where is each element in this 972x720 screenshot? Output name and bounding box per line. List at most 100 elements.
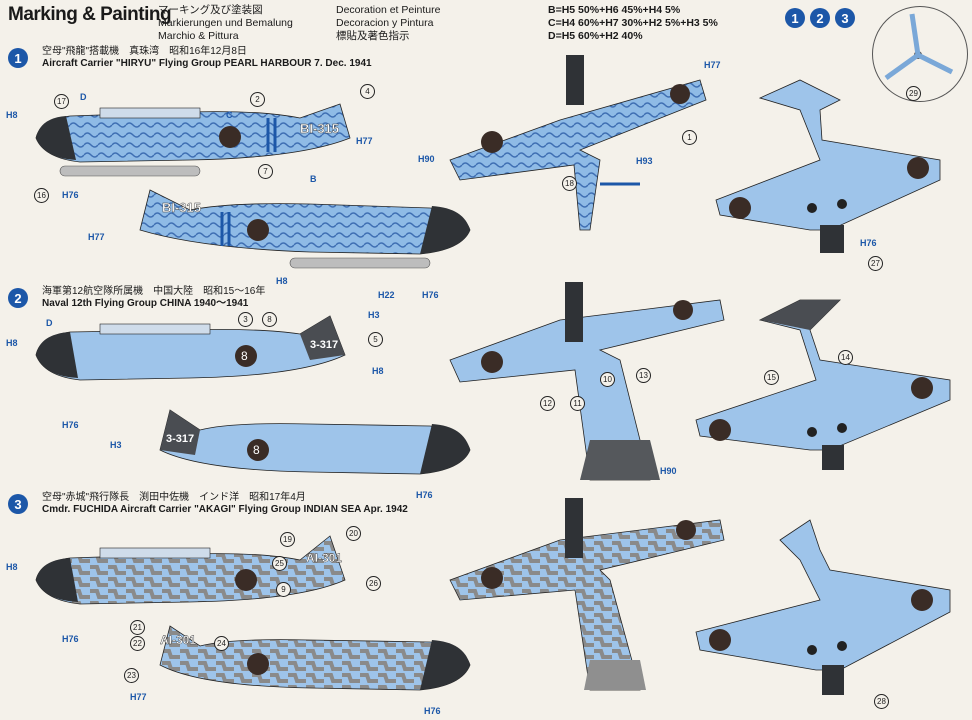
label-h8-s3: H8 xyxy=(6,562,18,572)
label-h76-s2b: H76 xyxy=(416,490,433,500)
callout-23: 23 xyxy=(124,668,139,683)
callout-2: 2 xyxy=(250,92,265,107)
top-badge-2: 2 xyxy=(810,8,830,28)
section-1-ja: 空母"飛龍"搭載機 真珠湾 昭和16年12月8日 xyxy=(42,46,247,57)
section-1-en: Aircraft Carrier "HIRYU" Flying Group PE… xyxy=(42,58,372,69)
s3-top-view xyxy=(449,498,725,691)
callout-29: 29 xyxy=(906,86,921,101)
label-h93: H93 xyxy=(636,156,653,166)
s1-top-view xyxy=(449,55,707,231)
s1-tail-code-upper: BI-315 xyxy=(300,121,339,136)
header-it: Marchio & Pittura xyxy=(158,30,239,42)
callout-1: 1 xyxy=(682,130,697,145)
label-h77: H77 xyxy=(356,136,373,146)
s2-tail-code-lower: 3-317 xyxy=(166,433,194,445)
label-h3: H3 xyxy=(368,310,380,320)
callout-8: 8 xyxy=(262,312,277,327)
header-fr: Decoration et Peinture xyxy=(336,4,441,16)
header-es: Decoracion y Pintura xyxy=(336,17,434,29)
page-title: Marking & Painting xyxy=(8,4,172,25)
label-d: D xyxy=(80,92,87,102)
color-mix-legend: B=H5 50%+H6 45%+H4 5% C=H4 60%+H7 30%+H2… xyxy=(548,4,718,43)
header-zh: 標貼及著色指示 xyxy=(336,30,410,42)
top-badge-3: 3 xyxy=(835,8,855,28)
label-h77-s3: H77 xyxy=(130,692,147,702)
callout-27: 27 xyxy=(868,256,883,271)
callout-28: 28 xyxy=(874,694,889,709)
callout-20: 20 xyxy=(346,526,361,541)
callout-10: 10 xyxy=(600,372,615,387)
s1-tail-code-lower: BI-315 xyxy=(162,200,201,215)
s1-bottom-view xyxy=(715,79,941,253)
callout-4: 4 xyxy=(360,84,375,99)
header-lang-col-1: マーキング及び塗装図 Markierungen und Bemalung Mar… xyxy=(158,4,293,43)
section-3-ja: 空母"赤城"飛行隊長 渕田中佐機 インド洋 昭和17年4月 xyxy=(42,492,306,503)
label-h77-b: H77 xyxy=(88,232,105,242)
top-badge-1: 1 xyxy=(785,8,805,28)
s2-tail-code-upper: 3-317 xyxy=(310,339,338,351)
mix-d: D=H5 60%+H2 40% xyxy=(548,30,643,42)
label-h76-b: H76 xyxy=(422,290,439,300)
callout-3: 3 xyxy=(238,312,253,327)
s2-fuselage-number-lower: 8 xyxy=(253,443,260,457)
callout-18: 18 xyxy=(562,176,577,191)
section-2-ja: 海軍第12航空隊所属機 中国大陸 昭和15〜16年 xyxy=(42,286,266,297)
callout-24: 24 xyxy=(214,636,229,651)
section-2-caption: 海軍第12航空隊所属機 中国大陸 昭和15〜16年 Naval 12th Fly… xyxy=(42,286,265,310)
label-h8: H8 xyxy=(6,110,18,120)
callout-14: 14 xyxy=(838,350,853,365)
callout-15: 15 xyxy=(764,370,779,385)
label-h76: H76 xyxy=(62,190,79,200)
s3-tail-code-lower: AI-301 xyxy=(160,633,196,647)
header-de: Markierungen und Bemalung xyxy=(158,17,293,29)
s2-profile-upper: 8 3-317 xyxy=(35,315,346,381)
label-d-s2: D xyxy=(46,318,53,328)
callout-17: 17 xyxy=(54,94,69,109)
label-h3-s2: H3 xyxy=(110,440,122,450)
mix-c: C=H4 60%+H7 30%+H2 5%+H3 5% xyxy=(548,17,718,29)
mix-b: B=H5 50%+H6 45%+H4 5% xyxy=(548,4,681,16)
s2-bottom-view xyxy=(695,299,951,470)
section-3-badge: 3 xyxy=(8,494,28,514)
callout-7: 7 xyxy=(258,164,273,179)
label-h8-b: H8 xyxy=(276,276,288,286)
label-h76-s3: H76 xyxy=(62,634,79,644)
callout-25: 25 xyxy=(272,556,287,571)
label-h8-s2b: H8 xyxy=(372,366,384,376)
propeller-icon xyxy=(884,13,954,81)
callout-5: 5 xyxy=(368,332,383,347)
s2-profile-lower: 8 3-317 xyxy=(159,409,471,475)
section-1-caption: 空母"飛龍"搭載機 真珠湾 昭和16年12月8日 Aircraft Carrie… xyxy=(42,46,372,70)
s3-bottom-view xyxy=(695,519,951,695)
propeller-detail-circle xyxy=(872,6,968,102)
callout-13: 13 xyxy=(636,368,651,383)
label-h8-s2: H8 xyxy=(6,338,18,348)
callout-26: 26 xyxy=(366,576,381,591)
label-h76-s3b: H76 xyxy=(424,706,441,716)
section-3-en: Cmdr. FUCHIDA Aircraft Carrier "AKAGI" F… xyxy=(42,504,408,515)
label-h90-right: H90 xyxy=(660,466,677,476)
s3-profile-upper: AI-301 xyxy=(35,535,346,605)
header-ja: マーキング及び塗装図 xyxy=(158,4,263,16)
label-h90: H90 xyxy=(418,154,435,164)
label-h76-right: H76 xyxy=(860,238,877,248)
label-h22: H22 xyxy=(378,290,395,300)
label-b: B xyxy=(310,174,317,184)
s2-fuselage-number-upper: 8 xyxy=(241,349,248,363)
s2-top-view xyxy=(449,282,725,481)
callout-9: 9 xyxy=(276,582,291,597)
callout-21: 21 xyxy=(130,620,145,635)
s1-profile-upper: BI-315 xyxy=(35,103,351,177)
section-2-en: Naval 12th Flying Group CHINA 1940〜1941 xyxy=(42,298,249,309)
section-3-caption: 空母"赤城"飛行隊長 渕田中佐機 インド洋 昭和17年4月 Cmdr. FUCH… xyxy=(42,492,408,516)
header-lang-col-2: Decoration et Peinture Decoracion y Pint… xyxy=(336,4,440,43)
callout-12: 12 xyxy=(540,396,555,411)
label-h76-s2: H76 xyxy=(62,420,79,430)
callout-19: 19 xyxy=(280,532,295,547)
label-h77-right: H77 xyxy=(704,60,721,70)
callout-11: 11 xyxy=(570,396,585,411)
s3-profile-lower: AI-301 xyxy=(159,625,471,691)
section-2-badge: 2 xyxy=(8,288,28,308)
label-c: C xyxy=(226,110,233,120)
